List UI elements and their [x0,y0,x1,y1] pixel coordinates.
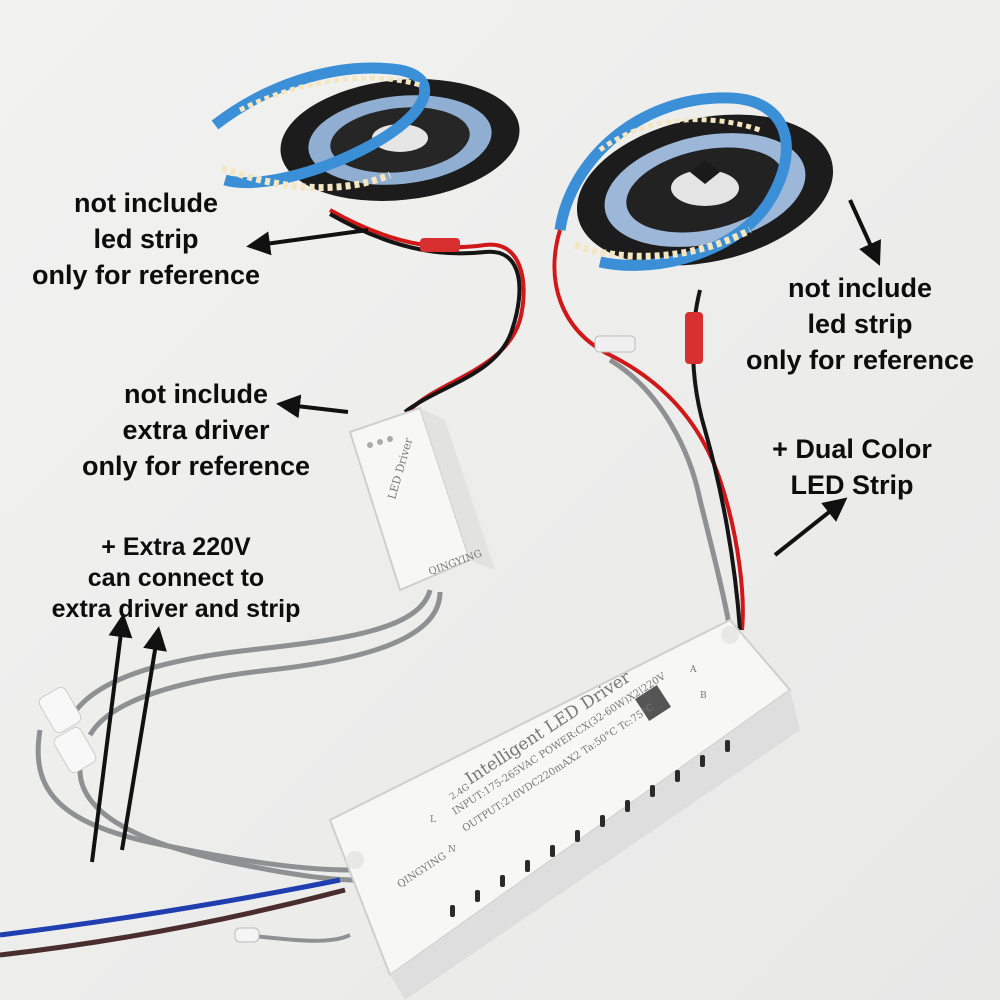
left-led-strip-reel [211,62,520,201]
caption-line: extra driver [122,415,270,445]
main-driver-port-a: A [689,665,697,675]
caption-line: led strip [807,309,913,339]
caption-extra-driver: not include extra driver only for refere… [60,376,332,484]
caption-line: can connect to [87,564,265,592]
right-strip-wires [552,229,745,631]
caption-dual-color-strip: + Dual Color LED Strip [752,431,952,503]
caption-line: + Dual Color [772,434,932,464]
caption-line: not include [788,273,932,303]
main-driver-port-n: N [448,845,456,855]
annotation-arrows [90,199,881,863]
caption-line: only for reference [81,451,311,481]
caption-left-led-strip: not include led strip only for reference [10,185,282,293]
caption-line: LED Strip [790,470,914,500]
right-led-strip-reel [554,92,834,271]
arrow-extra-220v-1 [90,613,133,863]
caption-line: + Extra 220V [101,533,251,561]
caption-line: not include [124,379,268,409]
caption-line: only for reference [31,260,261,290]
caption-right-led-strip: not include led strip only for reference [726,270,994,378]
arrow-to-right-strip [848,199,881,266]
input-wires [0,589,443,958]
arrow-extra-220v-2 [120,626,167,851]
caption-extra-220v: + Extra 220V can connect to extra driver… [30,532,322,625]
caption-line: not include [74,188,218,218]
arrow-to-left-strip [246,228,369,256]
arrow-to-extra-driver [276,394,349,419]
main-driver-port-b: B [700,691,707,701]
caption-line: only for reference [745,345,975,375]
left-strip-wires [329,208,526,414]
main-driver-port-l: L [430,815,436,825]
arrow-to-dual-color-strip [773,497,848,557]
caption-line: led strip [93,224,199,254]
caption-line: extra driver and strip [51,595,301,623]
main-driver-vent-slots [450,740,730,917]
